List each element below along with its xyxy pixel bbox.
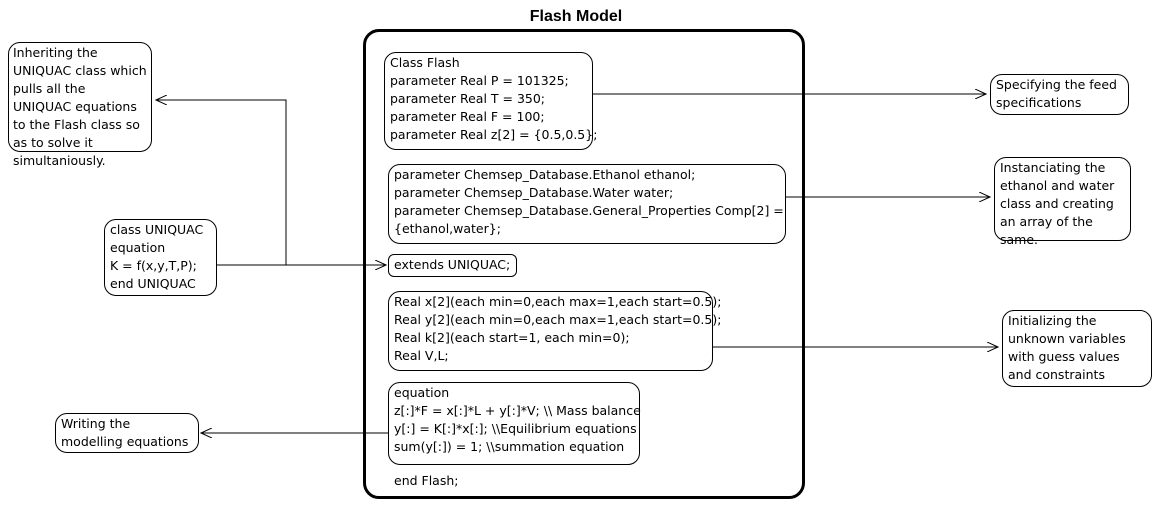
- diagram-title: Flash Model: [529, 8, 623, 25]
- code-line: parameter Real P = 101325;: [390, 73, 569, 88]
- code-line: class UNIQUAC: [110, 222, 204, 237]
- code-line: parameter Real T = 350;: [390, 91, 546, 106]
- variables-block: Real x[2](each min=0,each max=1,each sta…: [388, 291, 722, 371]
- code-line: parameter Chemsep_Database.Ethanol ethan…: [394, 167, 696, 182]
- code-line: Real k[2](each start=1, each min=0);: [394, 330, 630, 345]
- code-line: extends UNIQUAC;: [394, 257, 511, 272]
- code-line: end UNIQUAC: [110, 276, 196, 291]
- arrow-to-inheriting-note: [156, 100, 287, 265]
- code-line: parameter Chemsep_Database.General_Prope…: [394, 203, 784, 218]
- code-line: K = f(x,y,T,P);: [110, 258, 197, 273]
- code-line: Class Flash: [390, 55, 460, 70]
- class-flash-block: Class Flash parameter Real P = 101325; p…: [384, 52, 598, 150]
- initializing-note: Initializing the unknown variables with …: [1002, 310, 1152, 387]
- inheriting-note: Inheriting the UNIQUAC class which pulls…: [8, 42, 152, 168]
- writing-note: Writing the modelling equations: [55, 413, 199, 453]
- code-line: z[:]*F = x[:]*L + y[:]*V; \\ Mass balanc…: [394, 403, 641, 418]
- code-line: sum(y[:]) = 1; \\summation equation: [394, 439, 625, 454]
- code-line: equation: [394, 385, 450, 400]
- equation-block: equation z[:]*F = x[:]*L + y[:]*V; \\ Ma…: [388, 382, 641, 465]
- code-line: y[:] = K[:]*x[:]; \\Equilibrium equation…: [394, 421, 637, 436]
- flash-model-container: [363, 29, 805, 499]
- code-line: parameter Real z[2] = {0.5,0.5};: [390, 127, 598, 142]
- code-line: Real y[2](each min=0,each max=1,each sta…: [394, 312, 722, 327]
- code-line: {ethanol,water};: [394, 221, 501, 236]
- components-block: parameter Chemsep_Database.Ethanol ethan…: [388, 164, 786, 244]
- uniquac-class-block: class UNIQUAC equation K = f(x,y,T,P); e…: [104, 219, 217, 296]
- end-flash-line: end Flash;: [394, 473, 459, 488]
- code-line: Real V,L;: [394, 348, 449, 363]
- feed-note: Specifying the feed specifications: [990, 74, 1129, 115]
- code-line: parameter Real F = 100;: [390, 109, 545, 124]
- code-line: equation: [110, 240, 166, 255]
- instancing-note: Instanciating the ethanol and water clas…: [994, 157, 1131, 247]
- code-line: parameter Chemsep_Database.Water water;: [394, 185, 674, 200]
- extends-block: extends UNIQUAC;: [388, 254, 517, 277]
- code-line: Real x[2](each min=0,each max=1,each sta…: [394, 294, 722, 309]
